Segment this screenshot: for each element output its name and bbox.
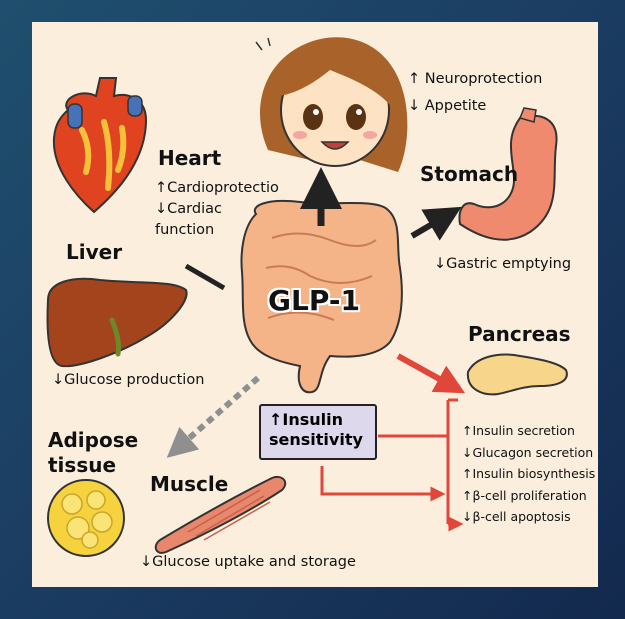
glp1-label: GLP-1 [268, 284, 360, 317]
muscle-title: Muscle [150, 472, 229, 496]
arrow-to-adipose [166, 375, 260, 458]
pancreas-effect-beta-cell-apoptosis: ↓β-cell apoptosis [462, 509, 571, 524]
muscle-effect: ↓Glucose uptake and storage [140, 554, 356, 570]
pancreas-effect-insulin-secretion: ↑Insulin secretion [462, 423, 575, 438]
adipose-title-line1: Adipose [48, 428, 139, 452]
stomach-effect: ↓Gastric emptying [434, 256, 572, 272]
adipose-illustration [47, 479, 125, 557]
insulin-sensitivity-box: ↑Insulin sensitivity [259, 404, 377, 460]
liver-effect: ↓Glucose production [52, 372, 205, 388]
pancreas-effects: ↑Insulin secretion ↓Glucagon secretion ↑… [462, 420, 595, 528]
arrow-to-pancreas [396, 353, 466, 394]
brain-girl-illustration [255, 37, 408, 172]
pancreas-effect-beta-cell-proliferation: ↑β-cell proliferation [462, 487, 587, 503]
insulin-sensitivity-connector [320, 398, 464, 532]
heart-effect-cardioprotection: ↑Cardioprotectio [155, 180, 279, 196]
liver-title: Liver [66, 240, 123, 264]
insulin-sensitivity-line2: sensitivity [269, 430, 363, 449]
heart-effect-cardiac: ↓Cardiac [155, 201, 222, 217]
intestine-illustration [240, 200, 403, 394]
heart-illustration [52, 77, 148, 214]
brain-effect-appetite: ↓ Appetite [408, 98, 487, 114]
heart-effect-function: function [155, 222, 215, 238]
adipose-title-line2: tissue [48, 453, 117, 477]
arrow-to-stomach [410, 206, 462, 241]
line-to-heart [184, 263, 226, 291]
pancreas-illustration [466, 353, 568, 396]
stomach-title: Stomach [420, 162, 519, 186]
heart-effects: ↑Cardioprotectio ↓Cardiac function [155, 178, 279, 241]
pancreas-title: Pancreas [468, 322, 571, 346]
pancreas-effect-glucagon-secretion: ↓Glucagon secretion [462, 444, 594, 460]
brain-effect-neuroprotection: ↑ Neuroprotection [408, 71, 543, 87]
stomach-illustration [458, 107, 558, 241]
brain-effects: ↑ Neuroprotection ↓ Appetite [408, 66, 542, 120]
muscle-illustration [154, 476, 287, 554]
adipose-title: Adipose tissue [48, 428, 138, 478]
liver-illustration [46, 277, 188, 368]
pancreas-effect-insulin-biosynthesis: ↑Insulin biosynthesis [462, 466, 596, 481]
insulin-sensitivity-line1: ↑Insulin [269, 410, 344, 429]
heart-title: Heart [158, 146, 222, 170]
